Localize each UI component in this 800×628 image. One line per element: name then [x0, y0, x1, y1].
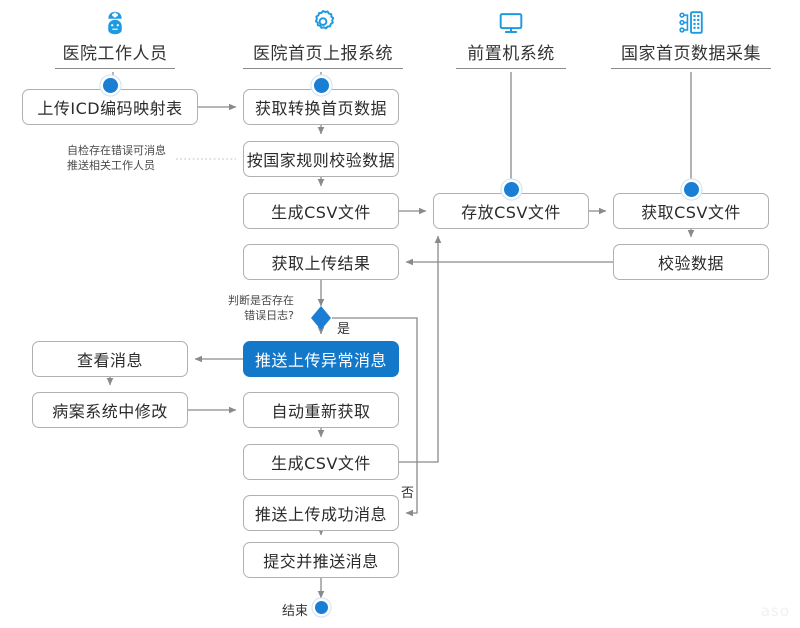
start-dot-marker-n1	[102, 78, 118, 93]
lane-title: 医院首页上报系统	[243, 38, 403, 69]
lane-report-system[interactable]: 医院首页上报系统	[243, 4, 403, 69]
decision-diamond[interactable]	[311, 306, 331, 330]
monitor-icon	[456, 4, 566, 38]
node-n7[interactable]: 校验数据	[613, 244, 769, 280]
node-n15[interactable]: 提交并推送消息	[243, 542, 399, 578]
node-n4[interactable]: 生成CSV文件	[243, 193, 399, 229]
node-n6[interactable]: 获取CSV文件	[613, 193, 769, 229]
node-n13[interactable]: 生成CSV文件	[243, 444, 399, 480]
server-icon	[611, 4, 771, 38]
end-dot-marker	[315, 601, 328, 614]
end-label: 结束	[282, 604, 309, 619]
lane-hospital-staff[interactable]: 医院工作人员	[55, 4, 175, 69]
watermark: aso	[760, 602, 790, 620]
node-n14[interactable]: 推送上传成功消息	[243, 495, 399, 531]
node-n3[interactable]: 按国家规则校验数据	[243, 141, 399, 177]
node-n10[interactable]: 查看消息	[32, 341, 188, 377]
node-n11[interactable]: 病案系统中修改	[32, 392, 188, 428]
gear-icon	[243, 4, 403, 38]
decision-question-label: 判断是否存在 错误日志?	[228, 294, 294, 322]
decision-no-label: 否	[401, 486, 415, 501]
node-n12[interactable]: 自动重新获取	[243, 392, 399, 428]
lane-title: 前置机系统	[456, 38, 566, 69]
start-dot-marker-n2	[313, 78, 329, 93]
start-dot-marker-n6	[683, 182, 699, 197]
node-n5[interactable]: 存放CSV文件	[433, 193, 589, 229]
lane-title: 医院工作人员	[55, 38, 175, 69]
decision-yes-label: 是	[337, 322, 351, 337]
node-n9[interactable]: 推送上传异常消息	[243, 341, 399, 377]
start-dot-marker-n5	[503, 182, 519, 197]
lane-frontend-host[interactable]: 前置机系统	[456, 4, 566, 69]
lane-national[interactable]: 国家首页数据采集	[611, 4, 771, 69]
node-n8[interactable]: 获取上传结果	[243, 244, 399, 280]
lane-title: 国家首页数据采集	[611, 38, 771, 69]
edge-no-to-push-success	[332, 317, 418, 517]
node-n1[interactable]: 上传ICD编码映射表	[22, 89, 198, 125]
note-selfcheck: 自检存在错误可消息 推送相关工作人员	[67, 144, 166, 172]
node-n2[interactable]: 获取转换首页数据	[243, 89, 399, 125]
nurse-icon	[55, 4, 175, 38]
edge-csv2-to-store	[399, 235, 442, 463]
